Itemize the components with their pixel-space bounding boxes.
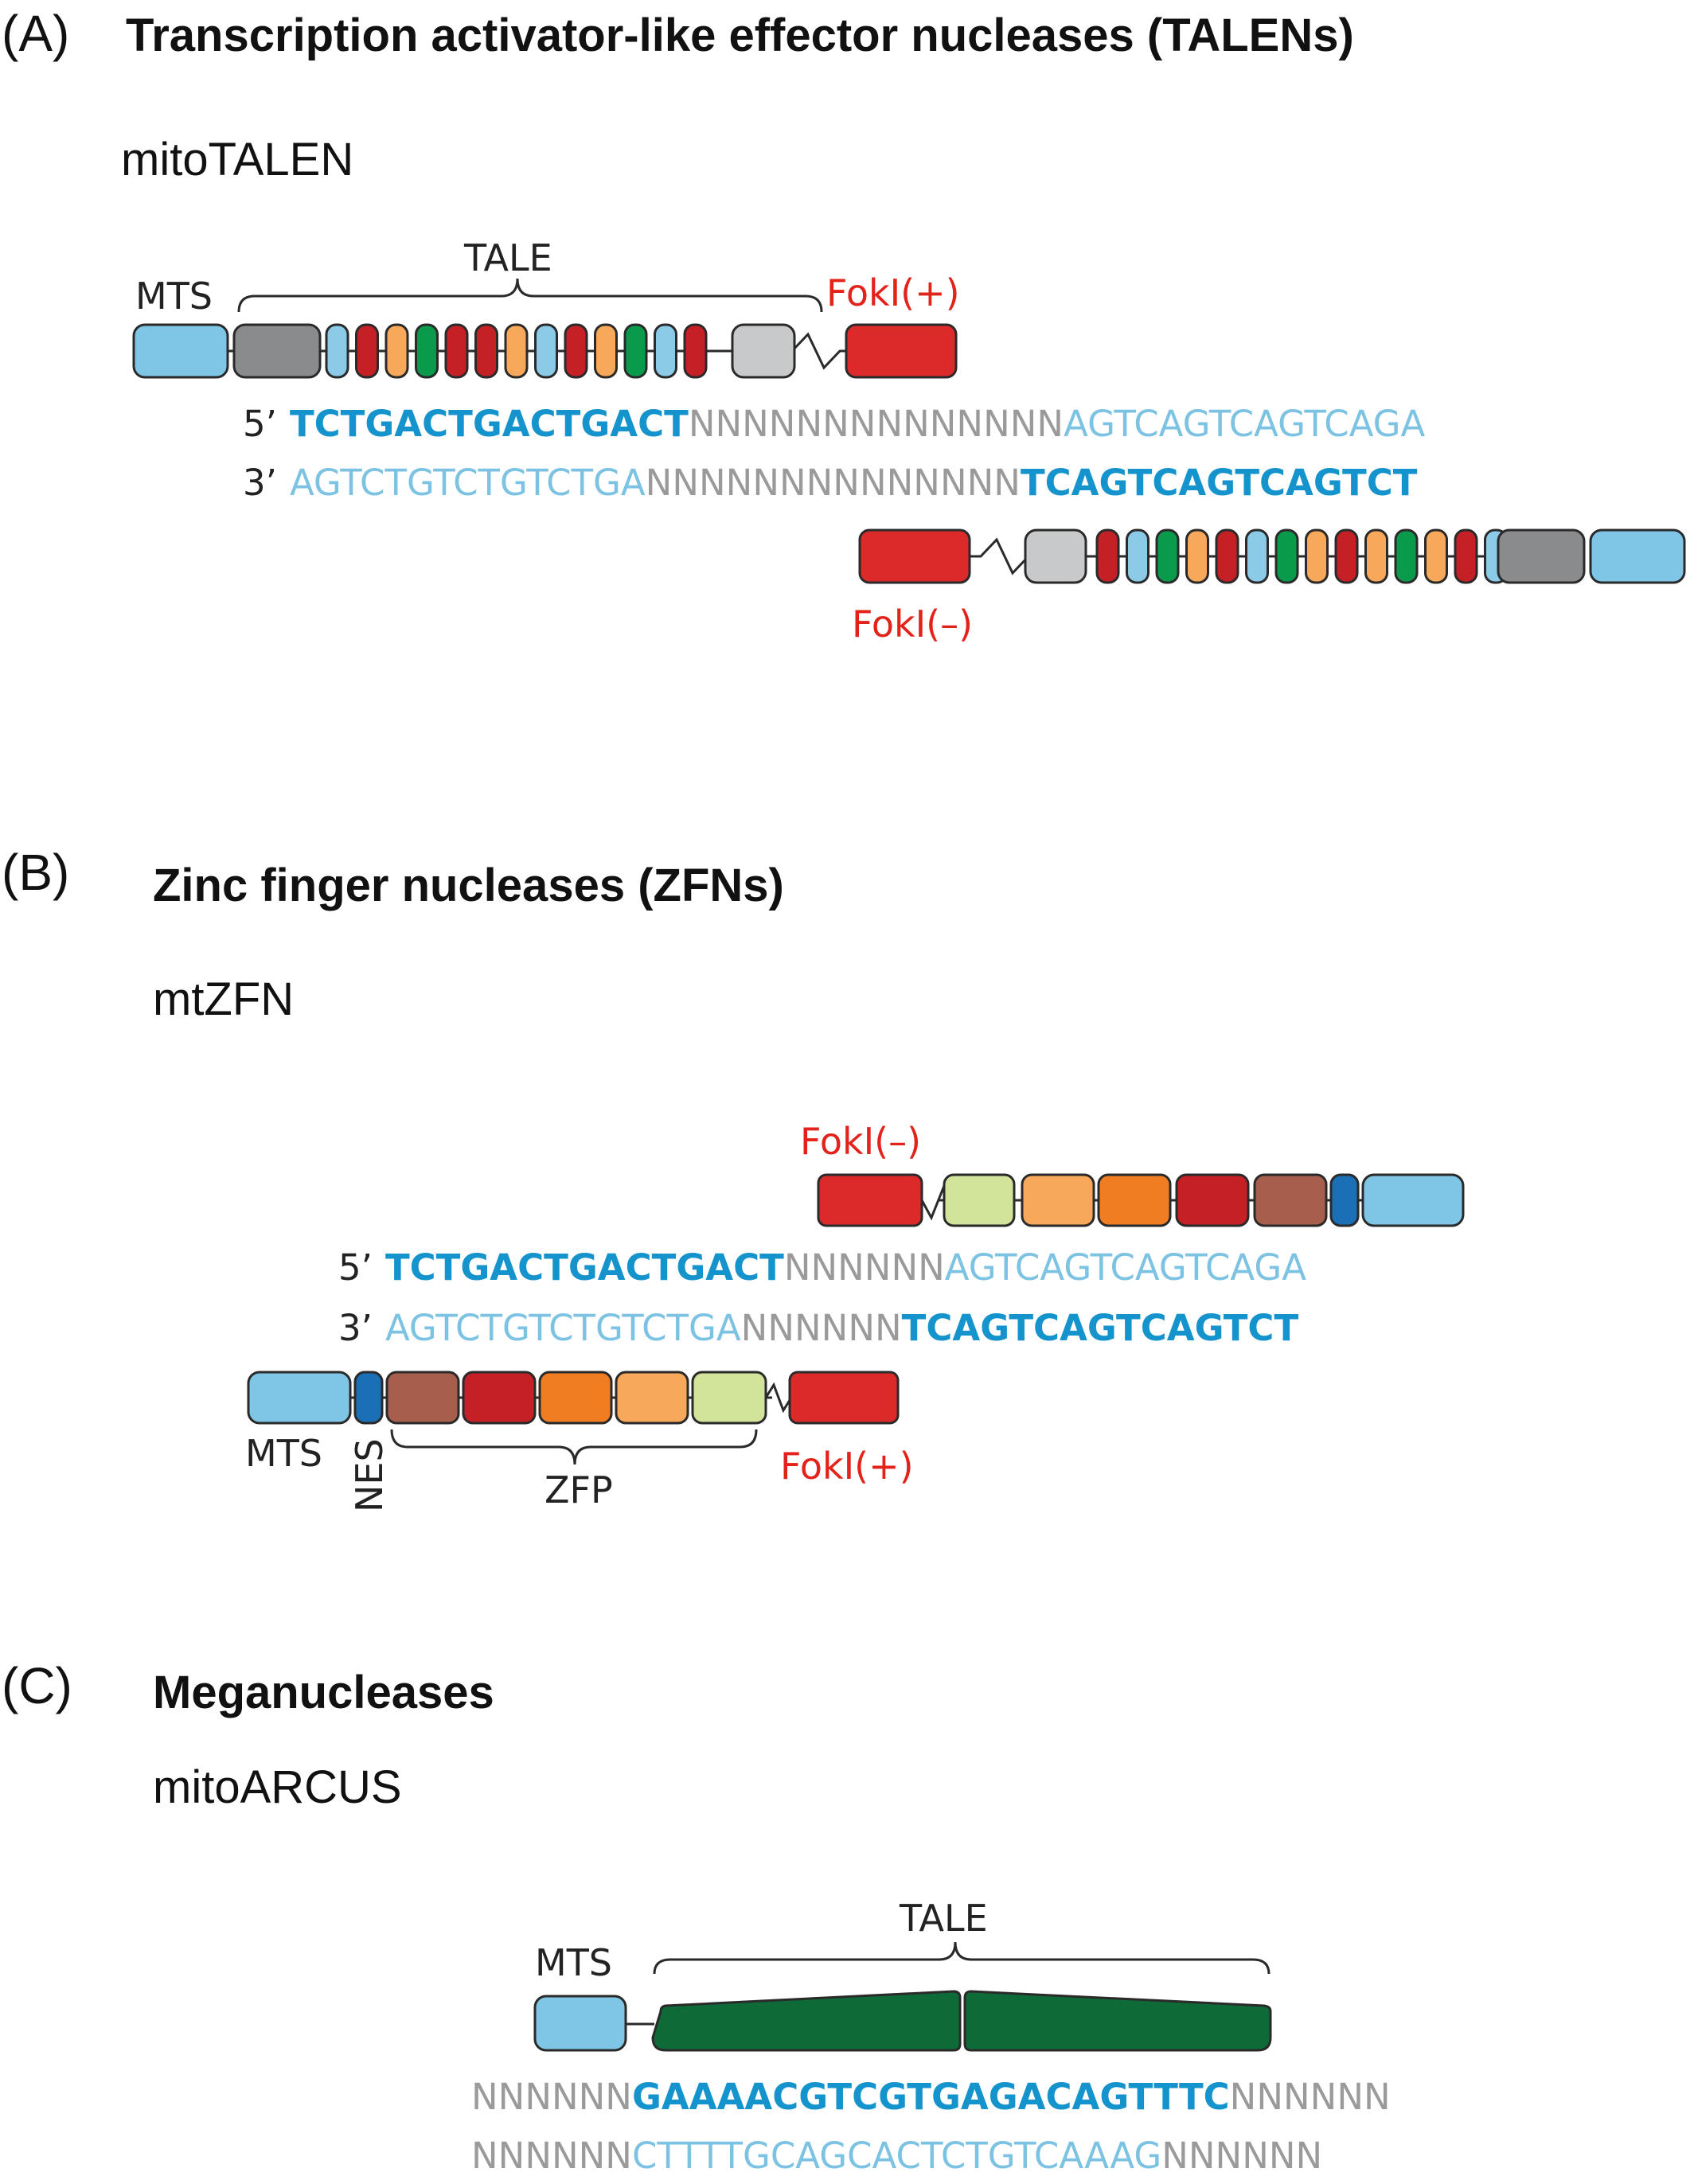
panel-c-mts-domain (533, 1995, 627, 2052)
panel-b-bottom-linker (764, 1382, 793, 1414)
repeatsBottom-pill-5 (1215, 528, 1239, 584)
panel-b-top-zf-2 (1021, 1173, 1095, 1227)
repeatsTop-pill-6 (474, 323, 498, 379)
panel-b-zfp-label: ZFP (544, 1468, 613, 1511)
panel-b-bottom-zf-2 (462, 1371, 537, 1425)
panel-b-bottom-nes-domain (353, 1371, 384, 1425)
panel-a-fokl-plus-label: FokI(+) (826, 271, 960, 314)
repeatsBottom-pill-13 (1454, 528, 1478, 584)
panel-b-top-zf-3 (1097, 1173, 1172, 1227)
panel-b-fokl-minus-label: FokI(–) (800, 1120, 921, 1163)
panel-a-top-repeats (325, 323, 708, 379)
repeatsTop-pill-5 (444, 323, 469, 379)
panel-b-top-mts-domain (1361, 1173, 1465, 1227)
repeatsTop-pill-8 (534, 323, 558, 379)
panel-a-top-cterm-domain (731, 323, 796, 379)
panel-b-top-zf-1 (943, 1173, 1016, 1227)
panel-c-mts-label: MTS (535, 1941, 612, 1984)
panel-c-seq-top: NNNNNNGAAAACGTCGTGAGACAGTTTCNNNNNN (471, 2076, 1391, 2118)
repeatsTop-pill-2 (355, 323, 379, 379)
repeatsTop-pill-9 (564, 323, 588, 379)
panel-b-zfp-bracket (390, 1429, 758, 1465)
panel-a-tale-bracket (237, 278, 823, 313)
panel-b-mts-label: MTS (245, 1432, 322, 1475)
panel-b-seq-top: 5’TCTGACTGACTGACTNNNNNNAGTCAGTCAGTCAGA (338, 1246, 1306, 1289)
panel-a-mts-label: MTS (135, 275, 213, 318)
panel-c: (C) Meganucleases mitoARCUS MTS TALE NNN… (2, 1657, 1391, 2177)
panel-b-bottom-zf-5 (691, 1371, 767, 1425)
panel-b-bottom-fokl-domain (788, 1371, 900, 1425)
repeatsBottom-pill-6 (1245, 528, 1269, 584)
panel-c-tale-bracket (653, 1941, 1270, 1975)
repeatsBottom-pill-3 (1155, 528, 1180, 584)
panel-a-bottom-mts-domain (1589, 528, 1686, 584)
repeatsTop-pill-13 (683, 323, 708, 379)
panel-b: (B) Zinc finger nucleases (ZFNs) mtZFN F… (2, 844, 1465, 1512)
repeatsTop-pill-7 (504, 323, 529, 379)
panel-a-top-nterm-domain (232, 323, 322, 379)
panel-a-bottom-cterm-domain (1024, 528, 1087, 584)
panel-c-seq-bottom: NNNNNNCTTTTGCAGCACTCTGTCAAAGNNNNNN (471, 2135, 1322, 2177)
panel-b-top-zf-4 (1175, 1173, 1250, 1227)
repeatsBottom-pill-11 (1394, 528, 1419, 584)
repeatsBottom-pill-8 (1305, 528, 1329, 584)
repeatsBottom-pill-12 (1424, 528, 1448, 584)
panel-b-name: mtZFN (153, 973, 294, 1025)
repeatsTop-pill-1 (325, 323, 349, 379)
panel-b-bottom-zf-3 (538, 1371, 613, 1425)
panel-a-top-mts-domain (132, 323, 229, 379)
repeatsBottom-pill-1 (1095, 528, 1120, 584)
panel-a-name: mitoTALEN (121, 134, 353, 185)
panel-b-top-fokl-domain (817, 1173, 923, 1227)
panel-a-bottom-nterm-domain (1497, 528, 1586, 584)
repeatsTop-pill-10 (594, 323, 618, 379)
repeatsBottom-pill-7 (1274, 528, 1299, 584)
panel-b-seq-bottom: 3’AGTCTGTCTGTCTGANNNNNNTCAGTCAGTCAGTCT (338, 1307, 1298, 1349)
repeatsTop-pill-11 (623, 323, 648, 379)
repeatsBottom-pill-4 (1185, 528, 1209, 584)
panel-b-bottom-mts-domain (247, 1371, 352, 1425)
panel-a-top-fokl-domain (845, 323, 958, 379)
panel-b-title: Zinc finger nucleases (ZFNs) (153, 860, 784, 911)
panel-a-seq-top: 5’TCTGACTGACTGACTNNNNNNNNNNNNNNAGTCAGTCA… (243, 403, 1426, 445)
panel-a-title: Transcription activator-like effector nu… (126, 10, 1354, 61)
repeatsTop-pill-4 (415, 323, 439, 379)
panel-b-nes-label: NES (348, 1438, 391, 1512)
repeatsBottom-pill-9 (1334, 528, 1359, 584)
repeatsTop-pill-3 (384, 323, 409, 379)
panel-b-bottom-zf-1 (385, 1371, 460, 1425)
panel-a-top-linker (790, 332, 848, 370)
repeatsBottom-pill-2 (1126, 528, 1150, 584)
panel-a-bottom-linker (970, 537, 1030, 575)
panel-a-seq-bottom: 3’AGTCTGTCTGTCTGANNNNNNNNNNNNNNTCAGTCAGT… (243, 462, 1418, 504)
panel-c-name: mitoARCUS (153, 1761, 402, 1813)
panel-a-bottom-fokl-domain (858, 528, 971, 584)
panel-c-letter: (C) (2, 1657, 72, 1714)
panel-b-bottom-zf-4 (615, 1371, 689, 1425)
panel-a: (A) Transcription activator-like effecto… (2, 5, 1686, 645)
panel-b-letter: (B) (2, 844, 69, 901)
panel-c-title: Meganucleases (153, 1667, 494, 1718)
panel-c-meganuclease-left (651, 1990, 962, 2052)
panel-b-fokl-plus-label: FokI(+) (780, 1445, 914, 1488)
panel-b-top-zf-5 (1253, 1173, 1328, 1227)
panel-b-top-nes-domain (1329, 1173, 1360, 1227)
repeatsTop-pill-12 (654, 323, 677, 379)
repeatsBottom-pill-10 (1364, 528, 1388, 584)
panel-a-bottom-repeats (1095, 528, 1508, 584)
panel-a-fokl-minus-label: FokI(–) (852, 603, 973, 645)
panel-a-tale-label: TALE (463, 236, 552, 279)
panel-c-meganuclease-right (963, 1990, 1272, 2052)
panel-c-tale-label: TALE (899, 1897, 988, 1940)
panel-a-letter: (A) (2, 5, 69, 62)
